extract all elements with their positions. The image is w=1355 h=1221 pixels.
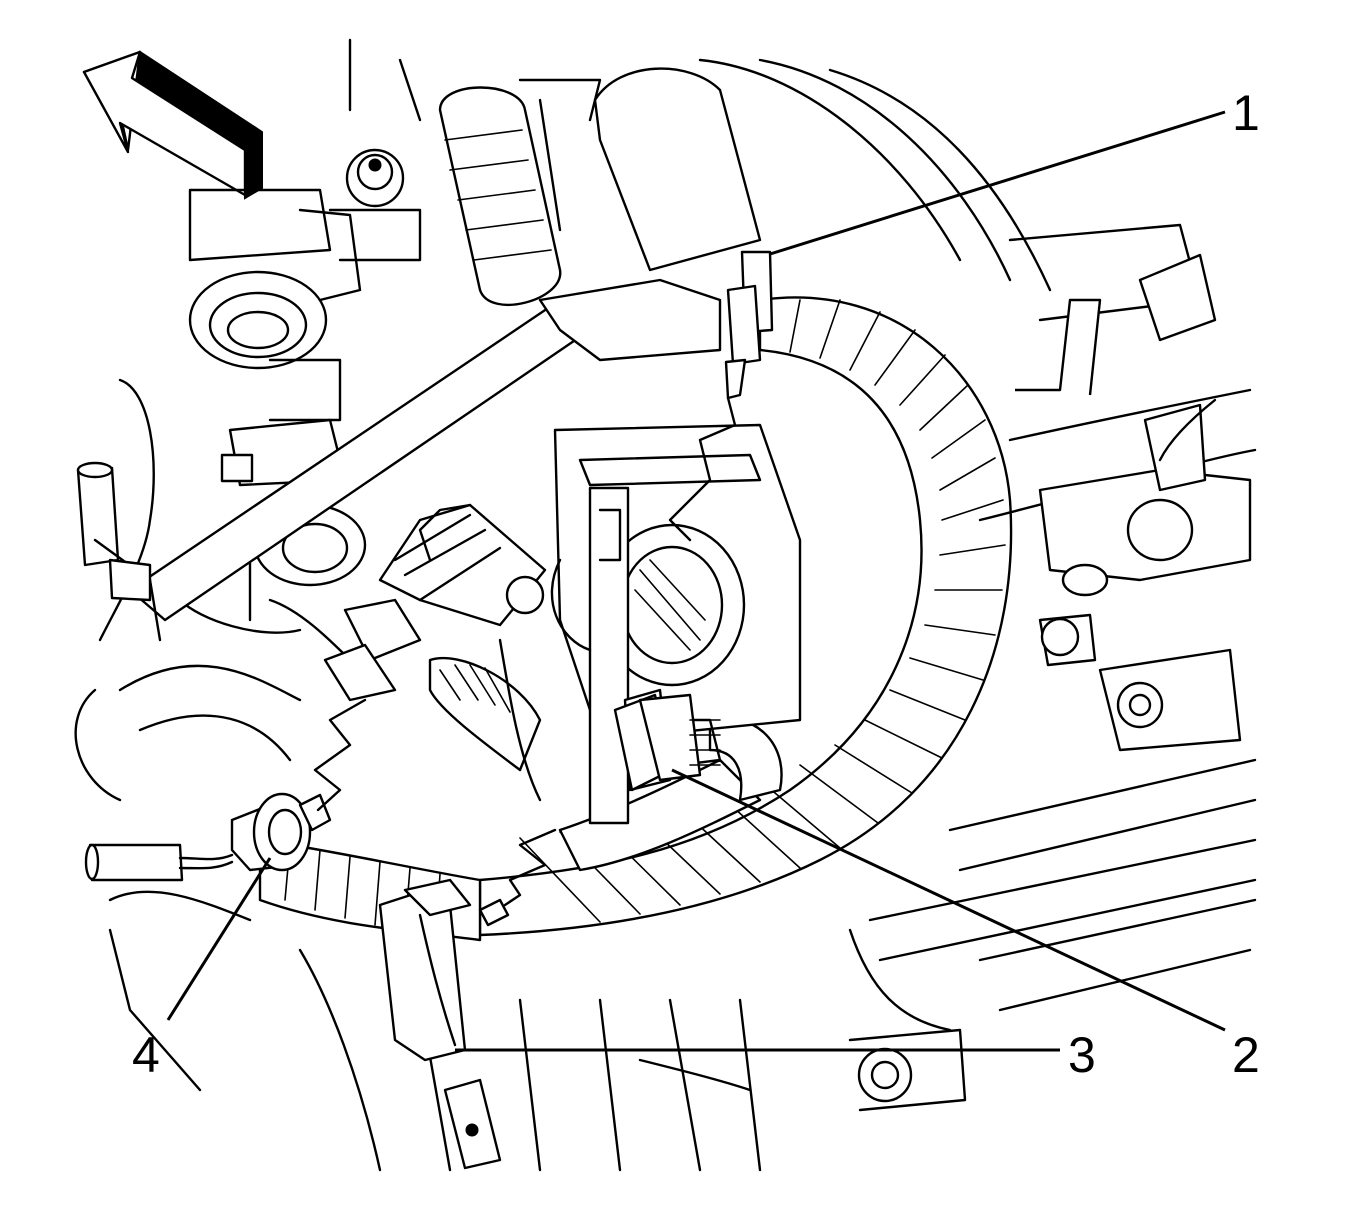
leader-line-2	[671, 768, 1226, 1032]
callout-label-3: 3	[1068, 1027, 1096, 1083]
lower-structure	[108, 890, 967, 1172]
callout-label-4: 4	[132, 1027, 160, 1083]
engine-block-right	[848, 223, 1257, 1032]
callout-label-2: 2	[1232, 1027, 1260, 1083]
upper-hoses	[438, 58, 1052, 307]
leader-line-4	[166, 857, 272, 1021]
direction-arrow-icon	[82, 50, 263, 200]
callout-2-connector	[613, 693, 721, 792]
callout-label-1: 1	[1232, 85, 1260, 141]
support-rod	[128, 278, 722, 622]
left-sensor-lead	[76, 461, 162, 642]
callout-4-connector	[84, 698, 367, 882]
leader-lines	[166, 110, 1226, 1052]
leader-line-1	[769, 110, 1226, 256]
callout-3-clip	[378, 828, 557, 1062]
connector-stack	[323, 503, 547, 802]
callout-1-connector	[668, 250, 774, 542]
